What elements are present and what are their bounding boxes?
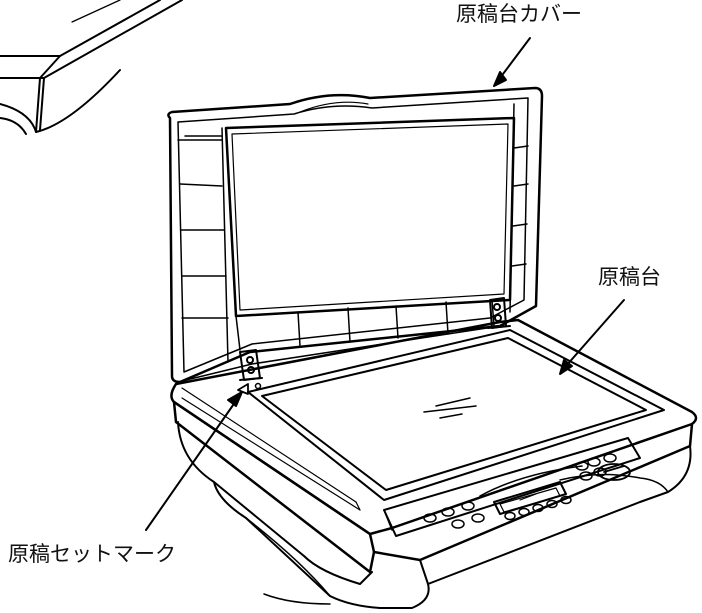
control-panel	[383, 437, 641, 537]
document-cover	[167, 86, 544, 384]
glare-mark	[435, 397, 471, 407]
leader-lines	[145, 37, 625, 531]
lcd-display	[493, 481, 567, 515]
cover-bottom-ribs	[235, 299, 495, 351]
scanner-base	[170, 318, 698, 609]
document-glass	[177, 325, 665, 511]
hinge-left	[239, 349, 263, 381]
hinge-right	[487, 297, 511, 329]
leader-cover	[499, 37, 531, 79]
label-document-set-mark: 原稿セットマーク	[8, 542, 176, 566]
label-document-cover: 原稿台カバー	[456, 2, 582, 26]
panel-buttons	[423, 457, 607, 529]
leader-mark	[145, 397, 239, 531]
label-document-glass: 原稿台	[598, 265, 661, 289]
cover-pad	[224, 116, 516, 318]
start-button	[597, 463, 631, 481]
cover-left-ribs	[177, 127, 229, 363]
inset-scanner-corner	[0, 0, 183, 135]
leader-glass	[565, 299, 625, 367]
